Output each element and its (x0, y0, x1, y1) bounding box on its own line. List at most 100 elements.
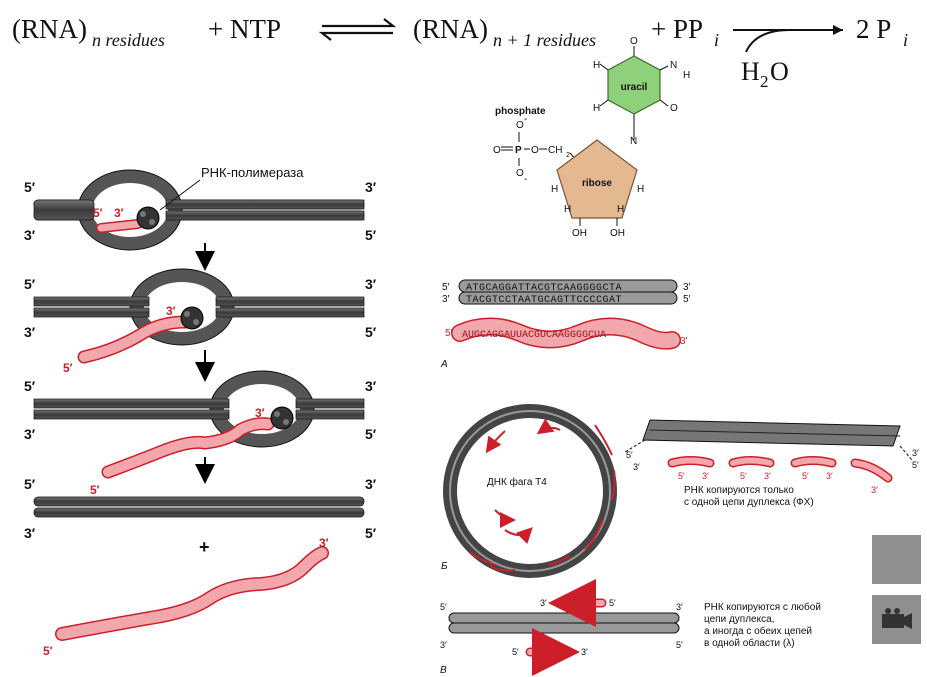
step-2: 5′ 3′ 3′ 5′ 3′ 5′ (24, 268, 377, 375)
released-rna-3: 3′ (319, 536, 329, 550)
neg-charge-bottom: - (524, 174, 527, 185)
h-ribose-2: H (637, 184, 644, 195)
v-rna2-3: 3′ (581, 647, 588, 657)
seq-bottom-5: 5′ (683, 294, 691, 305)
h-ribose-1: H (551, 184, 558, 195)
rna-right-subscript: n + 1 residues (493, 30, 596, 50)
v-rna2-5: 5′ (512, 647, 519, 657)
side-panel-button-1[interactable] (872, 535, 921, 584)
h-ribose-3: H (564, 204, 571, 215)
seq-top-3: 3′ (683, 282, 691, 293)
panel-b-label: Б (441, 561, 448, 572)
rna-3-end-step2: 3′ (166, 304, 176, 318)
h-ribose-4: H (617, 204, 624, 215)
rna-polymerase (136, 206, 160, 230)
transcription-steps: 5′ 3′ 3′ 5′ 5′ 3′ РНК-полимераза 5′ 3′ 3… (24, 165, 377, 658)
rna-5-end-step3: 5′ (90, 483, 100, 497)
end-3-step3-bottom: 3′ (24, 426, 36, 442)
rna-3-end: 3′ (114, 206, 124, 220)
t1-5: 5′ (678, 471, 685, 481)
one-strand-transcripts (667, 456, 893, 483)
equilibrium-arrow (318, 18, 397, 41)
end-3-step1-bottom: 3′ (24, 227, 36, 243)
panel-b: ДНК фага Т4 Б 5′ 3′ 3′ 5′ 5′ 3′ 5′ 3′ 5′… (441, 404, 919, 578)
ribose-ring (556, 139, 638, 219)
ribose-label: ribose (582, 178, 612, 189)
water-h: H (741, 57, 760, 86)
ump-molecule: phosphate O - O P O O - CH 2 ribose H H … (493, 36, 690, 239)
t3-5: 5′ (802, 471, 809, 481)
mrna-sequence: AUGCAGGAUUACGUCAAGGGGCUA (462, 330, 606, 341)
ch2-subscript: 2 (566, 152, 570, 159)
duplex-5-left: 5′ (626, 450, 633, 460)
step-4: 5′ 3′ 3′ 5′ + 3′ 5′ (24, 476, 377, 658)
neg-charge-top: - (524, 114, 527, 125)
phosphate-o-left: O (493, 145, 501, 156)
end-3-step3-top: 3′ (365, 378, 377, 394)
ntp-term: + NTP (208, 14, 281, 44)
v-top-5: 5′ (440, 602, 447, 612)
phosphate-o-top: O (516, 120, 524, 131)
end-3-step4-top: 3′ (365, 476, 377, 492)
panel-b-text-2: с одной цепи дуплекса (ФХ) (684, 497, 814, 508)
ch2: CH (548, 145, 562, 156)
n1: N (630, 136, 637, 147)
phosphate-o-right: O (531, 145, 539, 156)
video-button[interactable] (872, 595, 921, 644)
t3-3: 3′ (826, 471, 833, 481)
end-5-step2-top: 5′ (24, 276, 36, 292)
water-o: O (770, 57, 789, 86)
h-uracil-6: H (593, 60, 600, 71)
seq-top-5: 5′ (442, 282, 450, 293)
panel-v-text-4: в одной области (λ) (704, 637, 795, 649)
pp-subscript: i (714, 30, 719, 50)
polymerase-label: РНК-полимераза (201, 165, 304, 180)
end-5-step1-top: 5′ (24, 179, 36, 195)
end-5-step3-bottom: 5′ (365, 426, 377, 442)
panel-a-sequences: 5′ 3′ 3′ 5′ ATGCAGGATTACGTCAAGGGGCTA TAC… (440, 279, 691, 370)
rna-5-end: 5′ (93, 206, 103, 220)
end-3-step2-top: 3′ (365, 276, 377, 292)
phosphorus: P (515, 145, 522, 156)
dna-coding-strand: ATGCAGGATTACGTCAAGGGGCTA (466, 283, 622, 294)
end-5-step3-top: 5′ (24, 378, 36, 394)
panel-v-label: В (440, 665, 447, 676)
panel-a-label: А (440, 359, 448, 370)
step-3: 5′ 3′ 3′ 5′ 3′ 5′ (24, 370, 377, 497)
pyrophosphate-term: + PP (651, 14, 703, 44)
end-5-step4-bottom: 5′ (365, 525, 377, 541)
duplex-5-right: 5′ (912, 460, 919, 470)
v-bottom-3: 3′ (440, 640, 447, 650)
panel-v-text-2: цепи дуплекса, (704, 614, 774, 625)
v-bottom-5: 5′ (676, 640, 683, 650)
t4-3: 3′ (871, 485, 878, 495)
panel-v-text-1: РНК копируются с любой (704, 601, 821, 613)
h-n3: H (683, 70, 690, 81)
mrna-3: 3′ (680, 336, 688, 347)
uracil-label: uracil (621, 82, 648, 93)
rna-left-subscript: n residues (92, 30, 165, 50)
end-5-step1-bottom: 5′ (365, 227, 377, 243)
hydrolysis-arrow (733, 25, 843, 53)
t1-3: 3′ (702, 471, 709, 481)
end-3-step2-bottom: 3′ (24, 324, 36, 340)
rna-left: (RNA) (12, 14, 87, 44)
panel-v-text-3: а иногда с обеих цепей (704, 625, 812, 637)
phosphate-product: 2 P (856, 14, 891, 44)
water-subscript: 2 (760, 72, 769, 91)
duplex-3-right: 3′ (912, 448, 919, 458)
panel-v: 5′ 3′ 3′ 5′ 3′ 5′ 5′ 3′ В РНК копируются… (440, 579, 821, 676)
released-rna-5: 5′ (43, 644, 53, 658)
oh-2prime: OH (572, 228, 587, 239)
duplex-3-left: 3′ (633, 462, 640, 472)
v-rna1-3: 3′ (540, 598, 547, 608)
end-3-step1-top: 3′ (365, 179, 377, 195)
oh-3prime: OH (610, 228, 625, 239)
h-uracil-5: H (593, 103, 600, 114)
rna-5-end-step2: 5′ (63, 361, 73, 375)
v-top-3: 3′ (676, 602, 683, 612)
step-1: 5′ 3′ 3′ 5′ 5′ 3′ РНК-полимераза (24, 165, 377, 251)
panel-b-text-1: РНК копируются только (684, 485, 794, 496)
phosphate-label: phosphate (495, 106, 546, 117)
plus-sign: + (199, 537, 210, 557)
